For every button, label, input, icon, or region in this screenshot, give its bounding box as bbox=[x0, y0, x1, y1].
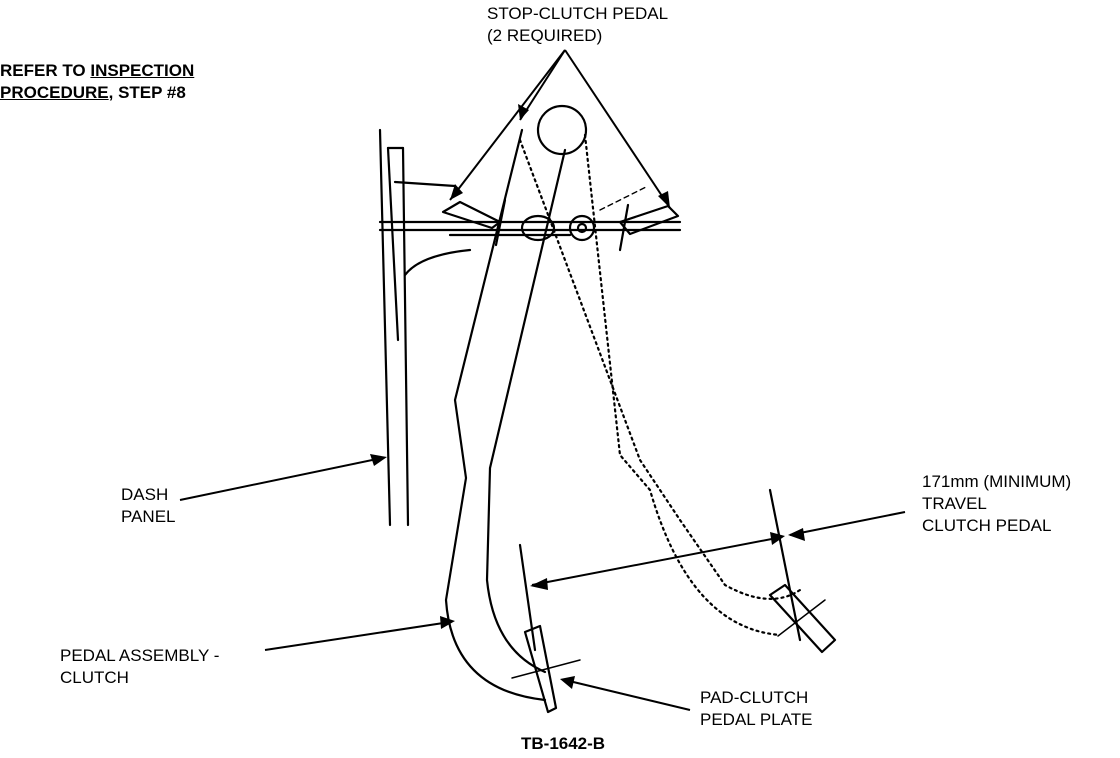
figure-id: TB-1642-B bbox=[521, 734, 606, 753]
pad-clutch-label: PAD-CLUTCH PEDAL PLATE bbox=[700, 688, 813, 729]
pedal-pad-rest bbox=[523, 624, 558, 714]
dash-panel bbox=[378, 128, 472, 527]
pivot-shaft bbox=[378, 104, 682, 252]
pedal-pad-depressed bbox=[768, 583, 837, 654]
stop-clutch-pedal-label: STOP-CLUTCH PEDAL (2 REQUIRED) bbox=[487, 4, 669, 45]
dash-panel-label: DASH PANEL bbox=[121, 485, 176, 526]
pedal-assembly-label: PEDAL ASSEMBLY - CLUTCH bbox=[60, 646, 220, 687]
travel-label: 171mm (MINIMUM) TRAVEL CLUTCH PEDAL bbox=[922, 472, 1072, 535]
stop-clutch-pedal-left bbox=[441, 200, 502, 230]
pedal-depressed-position bbox=[518, 133, 802, 637]
refer-note: REFER TO INSPECTION PROCEDURE, STEP #8 bbox=[0, 61, 195, 102]
stop-clutch-pedal-right bbox=[618, 204, 680, 236]
pedal-rest-position bbox=[444, 128, 581, 714]
